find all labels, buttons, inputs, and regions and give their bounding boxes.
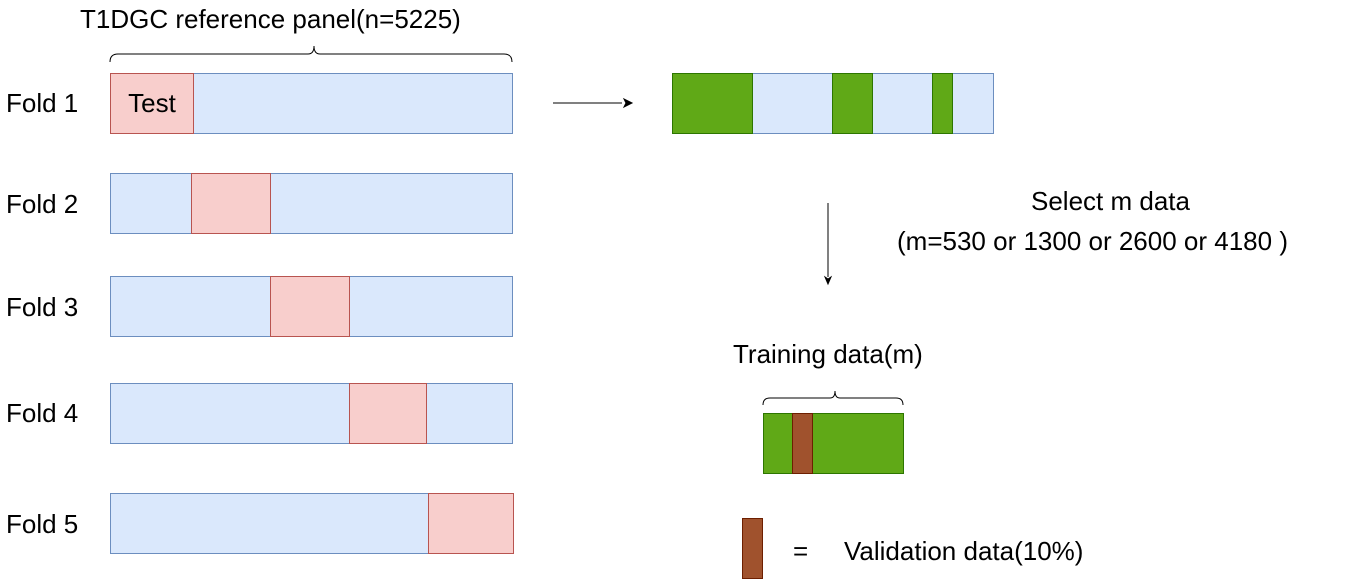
brace-training-icon	[762, 390, 904, 406]
fold-5-label: Fold 5	[6, 509, 79, 539]
test-segment	[191, 173, 271, 234]
arrow-right-icon	[553, 97, 634, 109]
selected-segment	[932, 73, 953, 134]
fold-5-bar	[110, 493, 514, 554]
fold-2-bar	[110, 173, 513, 234]
fold-3-bar	[110, 276, 513, 337]
legend-label: Validation data(10%)	[844, 536, 1084, 566]
selection-bar	[672, 73, 994, 134]
legend-equals: =	[793, 536, 809, 566]
test-segment	[349, 383, 427, 444]
training-bar	[763, 413, 904, 474]
select-title: Select m data	[1031, 186, 1190, 216]
brace-panel-icon	[109, 45, 513, 63]
test-segment: Test	[110, 73, 194, 134]
select-options: (m=530 or 1300 or 2600 or 4180 )	[897, 226, 1288, 256]
test-label: Test	[128, 88, 176, 118]
validation-segment	[792, 413, 813, 474]
panel-title: T1DGC reference panel(n=5225)	[80, 4, 461, 34]
legend-validation-swatch	[742, 518, 763, 579]
training-title: Training data(m)	[733, 339, 923, 369]
fold-1-bar: Test	[110, 73, 513, 134]
test-segment	[270, 276, 350, 337]
fold-3-label: Fold 3	[6, 292, 79, 322]
fold-4-bar	[110, 383, 513, 444]
fold-4-label: Fold 4	[6, 398, 79, 428]
fold-2-label: Fold 2	[6, 189, 79, 219]
arrow-down-icon	[823, 203, 833, 286]
fold-1-label: Fold 1	[6, 88, 79, 118]
selected-segment	[672, 73, 753, 134]
selected-segment	[832, 73, 873, 134]
test-segment	[428, 493, 514, 554]
